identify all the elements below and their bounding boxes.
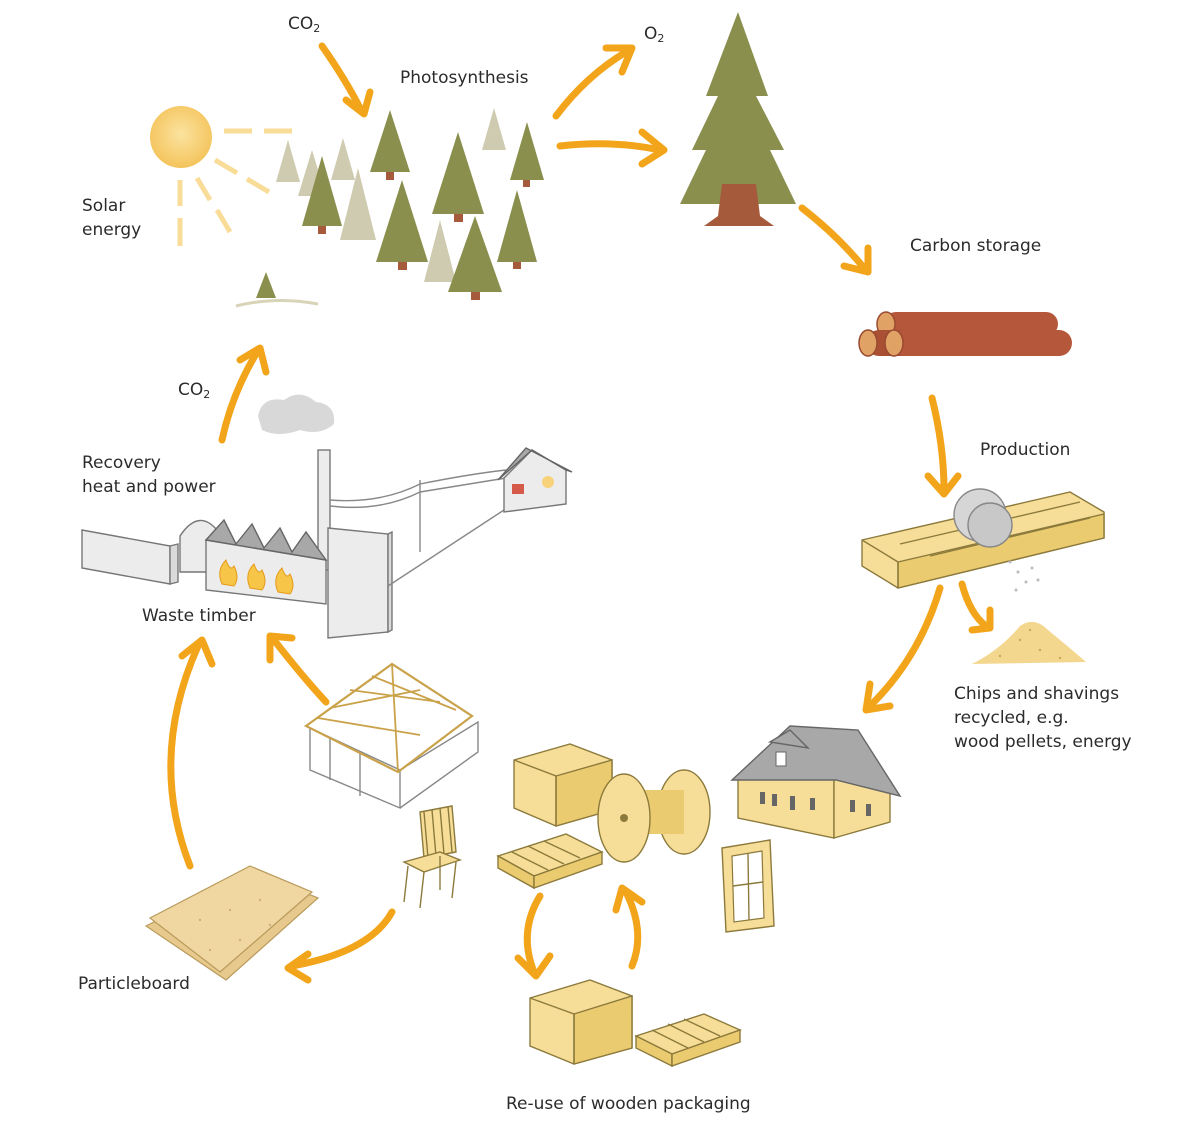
waste-timber-label: Waste timber bbox=[142, 606, 256, 626]
sawmill-icon bbox=[861, 488, 1105, 592]
o2-output-label: O2 bbox=[644, 24, 665, 45]
window-frame-icon bbox=[721, 839, 775, 933]
carbon-storage-label: Carbon storage bbox=[910, 236, 1042, 256]
recovery-label: Recovery heat and power bbox=[82, 453, 216, 497]
power-plant-icon bbox=[81, 394, 573, 639]
reuse-packaging-label: Re-use of wooden packaging bbox=[506, 1094, 751, 1114]
cycle-arrows bbox=[167, 42, 994, 984]
particleboard-label: Particleboard bbox=[78, 974, 190, 994]
forest-icon bbox=[235, 108, 544, 308]
photosynthesis-label: Photosynthesis bbox=[400, 68, 529, 88]
house-icon bbox=[730, 725, 902, 839]
co2-release-label: CO2 bbox=[178, 380, 211, 401]
particleboard-icon bbox=[144, 865, 320, 981]
solar-energy-label: Solar energy bbox=[82, 196, 142, 240]
house-frame-icon bbox=[303, 662, 479, 810]
packaging-group-icon bbox=[496, 743, 711, 890]
chair-icon bbox=[402, 805, 463, 909]
chips-pile-icon bbox=[972, 621, 1086, 664]
co2-input-label: CO2 bbox=[288, 14, 321, 35]
chips-shavings-label: Chips and shavings recycled, e.g. wood p… bbox=[954, 684, 1132, 752]
production-label: Production bbox=[980, 440, 1071, 460]
reused-packaging-icon bbox=[529, 979, 742, 1068]
logs-icon bbox=[858, 311, 1072, 357]
mature-tree-icon bbox=[680, 12, 796, 226]
sun-icon bbox=[150, 106, 292, 246]
